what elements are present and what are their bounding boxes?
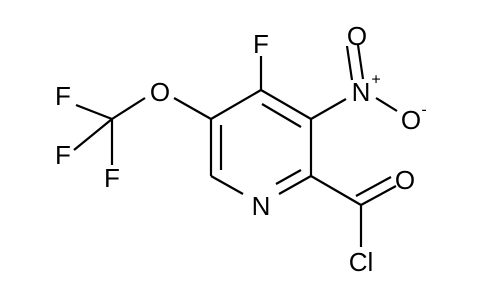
bond-c5-c4 (210, 89, 262, 120)
atom-carbonyl-oxygen: O (395, 165, 415, 195)
bond-c2-n1-inner (275, 169, 302, 185)
bond-carbonyl-c-o-a (360, 185, 397, 206)
atom-chlorine: Cl (349, 247, 374, 277)
atom-ether-oxygen: O (150, 77, 170, 107)
atom-cf3-fluorine-left: F (55, 140, 71, 170)
atom-ring-nitrogen: N (252, 191, 271, 221)
atom-nitro-plus-charge: + (371, 72, 380, 89)
bond-c2-n1 (278, 175, 312, 195)
bond-n1-c6 (210, 175, 244, 195)
atom-nitro-minus-charge: - (421, 102, 426, 119)
bond-nitro-n-o-top-a (345, 45, 354, 81)
atom-cf3-fluorine-top: F (55, 81, 71, 111)
bond-carbonyl-c-o-b (355, 176, 392, 197)
bond-c4-c3 (260, 89, 312, 120)
bond-cf3-f-top (75, 103, 113, 121)
atom-nitro-oxygen-right: O (401, 105, 421, 135)
bond-cf3-f-left (73, 118, 113, 151)
bond-nitro-n-o-right (375, 97, 398, 112)
atom-nitro-nitrogen: N (352, 77, 371, 107)
atom-nitro-oxygen-top: O (347, 21, 367, 51)
bond-c2-carbonyl-c (310, 175, 362, 206)
atom-cf3-fluorine-bottom: F (104, 163, 120, 193)
bond-c5-ether-o (173, 97, 212, 120)
bond-c3-nitro-n (310, 98, 347, 120)
atom-fluorine-ring: F (253, 29, 269, 59)
bond-ether-o-cf3 (111, 97, 146, 120)
bond-nitro-n-o-top-b (356, 44, 365, 80)
bond-c4-c3-inner (261, 103, 302, 128)
